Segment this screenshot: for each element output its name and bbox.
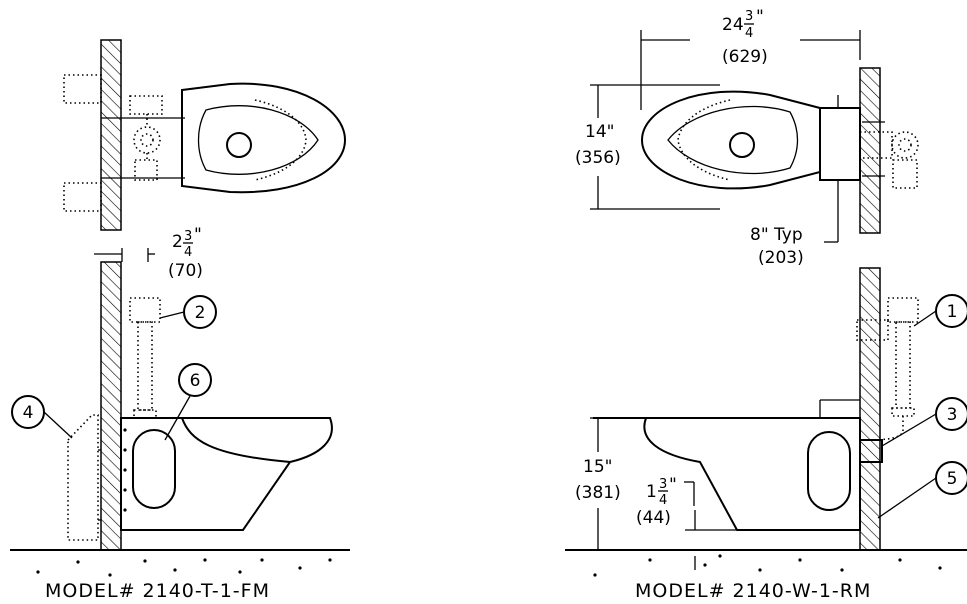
right-model-label: MODEL# 2140-W-1-RM [635,580,871,602]
left-bowl [120,417,333,531]
right-dim-gap-whole: 1 [646,482,657,502]
right-dim-gap-den: 4 [659,493,667,508]
right-plan-wall [859,67,881,234]
right-dim-gap: 1 3 4 " (44) [636,475,737,570]
left-dim-offset-num: 3 [184,229,192,244]
left-elevation-view: 2 6 4 [10,261,350,577]
left-view: 2 3 4 " (70) [10,39,350,602]
right-dim-length: 24 3 4 " (629) [640,7,861,110]
callout-4: 4 [11,395,73,439]
left-dim-offset-mark: " [194,225,202,245]
left-model-label: MODEL# 2140-T-1-FM [45,580,270,602]
right-dim-spacing-metric: (203) [758,248,804,268]
left-access-panel [132,429,176,509]
right-dim-spacing: 8" Typ (203) [750,215,839,268]
right-flush-valve [887,297,919,417]
right-dim-width-value: 14" [585,122,614,142]
right-dim-height-value: 15" [583,457,612,477]
callout-5-label: 5 [947,469,958,489]
right-plan-bowl [640,90,821,190]
right-elevation-view: 15" (381) 1 3 4 " (44) 1 [565,267,967,577]
right-bowl [593,417,861,531]
right-dim-gap-mark: " [669,475,677,495]
left-plan-view [63,39,347,231]
right-dim-width: 14" (356) [575,84,720,210]
right-plan-view [640,67,919,234]
callout-4-label: 4 [23,403,34,423]
left-dim-offset-metric: (70) [168,261,203,281]
right-view: 24 3 4 " (629) 14" (356) [565,7,967,602]
callout-3-label: 3 [947,405,958,425]
right-dim-length-mark: " [756,7,764,27]
callout-5: 5 [877,461,967,519]
callout-6-label: 6 [190,371,201,391]
right-access-panel [807,431,851,511]
left-carrier [67,414,99,541]
right-dim-height-metric: (381) [575,483,621,503]
right-plan-flush-valve [891,131,919,159]
right-spud [859,439,883,463]
callout-3: 3 [881,397,967,447]
right-floor-fill [593,554,942,577]
right-dim-length-den: 4 [745,26,753,41]
right-dim-spacing-value: 8" Typ [750,225,803,245]
right-dim-width-metric: (356) [575,148,621,168]
callout-6: 6 [164,363,212,441]
left-plan-wall [100,39,122,231]
left-plan-drain [226,132,252,158]
left-floor-fill [36,558,332,577]
right-dim-gap-metric: (44) [636,508,671,528]
left-plan-flush-valve [133,126,161,154]
right-plan-carrier [819,107,861,181]
left-dim-offset-whole: 2 [172,232,183,252]
left-carrier-lower [63,182,102,212]
callout-1: 1 [913,294,967,328]
right-plan-drain [729,132,755,158]
callout-1-label: 1 [947,302,958,322]
right-elevation-wall [859,267,881,551]
callout-2-label: 2 [195,303,206,323]
right-dim-length-metric: (629) [722,47,768,67]
right-dim-height: 15" (381) [575,417,640,550]
left-flush-valve [129,297,161,419]
left-dim-offset-den: 4 [184,245,192,260]
left-carrier-upper [63,74,102,104]
right-dim-gap-num: 3 [659,477,667,492]
callout-2: 2 [159,295,217,329]
right-dim-length-whole: 24 [722,15,744,35]
right-plan-seat [667,105,799,175]
left-dim-offset: 2 3 4 " (70) [94,225,203,281]
left-plan-seat [197,105,319,175]
left-elevation-wall [100,261,122,551]
right-dim-length-num: 3 [745,9,753,24]
left-plan-bowl [181,82,347,194]
